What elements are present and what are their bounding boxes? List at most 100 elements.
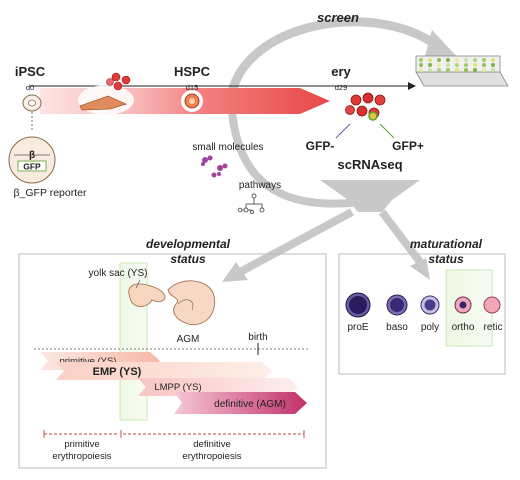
baso-label: baso <box>386 322 408 333</box>
screen-arc-arrowhead <box>424 30 460 60</box>
small-molecules-icon <box>201 155 228 178</box>
plate-well <box>428 68 432 72</box>
progenitor-cell-2 <box>121 75 131 85</box>
definitive-erythropoiesis-2: erythropoiesis <box>182 451 241 462</box>
emp-arrow <box>56 362 272 380</box>
developmental-title-1: developmental <box>146 237 231 251</box>
stage-ipsc-day: d0 <box>26 83 34 92</box>
plate-well <box>473 58 477 62</box>
small-molecules-label: small molecules <box>192 142 263 153</box>
stage-ery-day: d29 <box>335 83 348 92</box>
reporter-caption: β_GFP reporter <box>14 187 87 199</box>
erythroid-cells <box>345 92 386 119</box>
plate-well <box>464 58 468 62</box>
plate-well <box>482 68 486 72</box>
stage-ery-label: ery <box>331 64 351 79</box>
developmental-panel <box>18 253 327 469</box>
plate-well <box>455 58 459 62</box>
stage-hspc-label: HSPC <box>174 64 211 79</box>
plate-well <box>419 58 423 62</box>
birth-label: birth <box>248 332 267 343</box>
scrnaseq-label: scRNAseq <box>337 157 402 172</box>
primitive-erythropoiesis-2: erythropoiesis <box>52 451 111 462</box>
developmental-title-2: status <box>170 252 206 266</box>
maturational-title-2: status <box>428 252 464 266</box>
embryo-detail <box>177 299 194 311</box>
pathways-label: pathways <box>239 180 281 191</box>
gfp-plus-connector <box>379 123 395 139</box>
yolk-sac-shape <box>128 283 166 307</box>
timeline-arrowhead <box>408 82 416 90</box>
proe-nucleus <box>349 296 367 314</box>
definitive-arrow-label: definitive (AGM) <box>214 399 286 410</box>
gfp-minus-label: GFP- <box>306 139 335 153</box>
gfp-minus-connector <box>335 123 351 139</box>
lmpp-arrow <box>138 378 298 396</box>
progenitor-cell-4 <box>106 78 114 86</box>
plate-well <box>419 63 423 67</box>
developmental-arrow <box>238 208 354 276</box>
gfp-positive-cell <box>368 111 378 121</box>
primitive-arrow-label: primitive (YS) <box>59 356 116 367</box>
plate-well <box>491 58 495 62</box>
developmental-arrowhead <box>222 262 248 282</box>
reporter-beta: β <box>29 150 35 161</box>
plate-well <box>482 63 486 67</box>
progenitor-cell-3 <box>113 81 123 91</box>
plate-well <box>482 58 486 62</box>
plate-well <box>491 68 495 72</box>
plate-well <box>455 68 459 72</box>
plate-well <box>428 58 432 62</box>
stage-ipsc-label: iPSC <box>15 64 46 79</box>
maturational-arrowhead <box>410 258 430 280</box>
plate-well <box>437 68 441 72</box>
plate-well <box>446 68 450 72</box>
agm-label: AGM <box>177 334 200 345</box>
progenitor-cell-1 <box>111 72 121 82</box>
stromal-cell <box>79 95 128 111</box>
plate-well <box>446 63 450 67</box>
emp-arrow-label: EMP (YS) <box>93 366 142 378</box>
gfp-plus-label: GFP+ <box>392 139 424 153</box>
pathways-icon <box>237 193 265 215</box>
plate-well <box>419 68 423 72</box>
pathway-arc-arrow <box>228 108 364 208</box>
primitive-erythropoiesis-1: primitive <box>64 439 99 450</box>
reporter-gfp: GFP <box>23 162 41 172</box>
reporter-circle <box>8 136 56 184</box>
stage-hspc-day: d15 <box>186 83 199 92</box>
definitive-arrow <box>174 392 307 414</box>
hspc-nucleus <box>189 98 195 104</box>
poly-nucleus <box>424 299 436 311</box>
baso-nucleus <box>390 298 404 312</box>
ortho-nucleus <box>459 301 467 309</box>
plate-well <box>464 63 468 67</box>
yolk-sac-label: yolk sac (YS) <box>89 268 148 279</box>
plate-well <box>437 58 441 62</box>
maturational-panel <box>338 253 506 375</box>
ortho-label: ortho <box>452 322 475 333</box>
screen-label: screen <box>317 10 359 25</box>
definitive-erythropoiesis-1: definitive <box>193 439 231 450</box>
plate-well <box>491 63 495 67</box>
plate-well <box>473 68 477 72</box>
plate-well <box>464 68 468 72</box>
well-plate-icon <box>415 55 509 87</box>
reporter-gfp-box <box>17 160 47 172</box>
plate-well <box>473 63 477 67</box>
plate-well <box>446 58 450 62</box>
ipsc-nucleus <box>28 99 36 107</box>
poly-label: poly <box>421 322 439 333</box>
retic-label: retic <box>484 322 503 333</box>
plate-well <box>437 63 441 67</box>
plate-well <box>428 63 432 67</box>
maturational-title-1: maturational <box>410 237 483 251</box>
proe-label: proE <box>347 322 368 333</box>
embryo-shape <box>167 280 216 326</box>
screen-arc-arrow <box>227 17 445 97</box>
scrnaseq-funnel <box>320 180 420 212</box>
plate-well <box>455 63 459 67</box>
lmpp-arrow-label: LMPP (YS) <box>154 382 201 393</box>
yolk-sac-connector <box>135 279 141 289</box>
